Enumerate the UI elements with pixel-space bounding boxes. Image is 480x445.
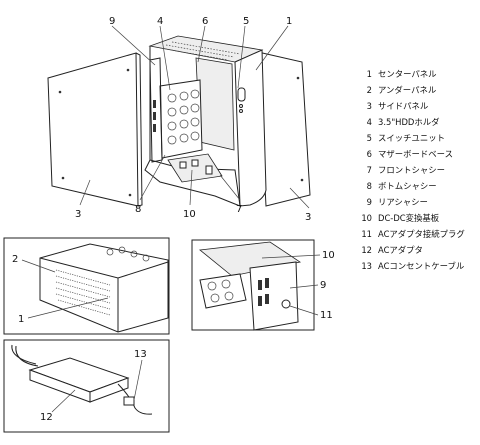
legend-item: 6 マザーボードベース bbox=[358, 146, 478, 162]
legend-number: 9 bbox=[366, 197, 372, 207]
callout-12: 12 bbox=[40, 412, 53, 423]
legend-label: スイッチユニット bbox=[378, 133, 445, 143]
hdd-holder bbox=[159, 79, 203, 159]
callout-8: 8 bbox=[135, 204, 141, 215]
legend-number: 3 bbox=[366, 101, 372, 111]
legend-number: 11 bbox=[361, 229, 372, 239]
legend-label: ACコンセントケーブル bbox=[378, 261, 465, 271]
legend-item: 10 DC-DC変換基板 bbox=[358, 210, 478, 226]
callout-1-bottom: 1 bbox=[18, 314, 24, 325]
callout-1: 1 bbox=[286, 16, 292, 27]
callout-7: 7 bbox=[236, 204, 242, 215]
callout-10-rear: 10 bbox=[322, 250, 335, 261]
adapter-view-frame bbox=[3, 339, 170, 433]
legend-number: 6 bbox=[366, 149, 372, 159]
callout-9-rear: 9 bbox=[320, 280, 326, 291]
legend-label: リアシャシー bbox=[378, 197, 428, 207]
legend-label: 3.5"HDDホルダ bbox=[378, 117, 440, 127]
callout-10: 10 bbox=[183, 209, 196, 220]
legend-number: 12 bbox=[361, 245, 372, 255]
legend-item: 11 ACアダプタ接続プラグ bbox=[358, 226, 478, 242]
parts-legend: 1 センターパネル 2 アンダーパネル 3 サイドパネル 4 3.5"HDDホルダ 5 スイッチユ… bbox=[358, 66, 478, 274]
legend-item: 7 フロントシャシー bbox=[358, 162, 478, 178]
ac-plug-jack bbox=[281, 299, 291, 309]
legend-item: 5 スイッチユニット bbox=[358, 130, 478, 146]
legend-item: 9 リアシャシー bbox=[358, 194, 478, 210]
callout-9: 9 bbox=[109, 16, 115, 27]
callout-4: 4 bbox=[157, 16, 163, 27]
legend-number: 5 bbox=[366, 133, 372, 143]
legend-item: 1 センターパネル bbox=[358, 66, 478, 82]
callout-6: 6 bbox=[202, 16, 208, 27]
main-assembly: 9 4 6 5 1 3 8 10 7 3 bbox=[47, 16, 311, 223]
legend-item: 2 アンダーパネル bbox=[358, 82, 478, 98]
legend-label: マザーボードベース bbox=[378, 149, 453, 159]
legend-label: DC-DC変換基板 bbox=[378, 213, 440, 223]
hdd-holder-holes bbox=[167, 89, 200, 145]
legend-label: ボトムシャシー bbox=[378, 181, 437, 191]
rear-view-frame bbox=[191, 239, 315, 331]
legend-item: 8 ボトムシャシー bbox=[358, 178, 478, 194]
callout-3-right: 3 bbox=[305, 212, 311, 223]
legend-number: 7 bbox=[366, 165, 372, 175]
legend-label: アンダーパネル bbox=[378, 85, 437, 95]
ac-plug bbox=[123, 396, 135, 406]
legend-item: 3 サイドパネル bbox=[358, 98, 478, 114]
top-vents bbox=[159, 41, 241, 61]
legend-number: 10 bbox=[361, 213, 372, 223]
legend-number: 8 bbox=[366, 181, 372, 191]
legend-label: フロントシャシー bbox=[378, 165, 445, 175]
adapter-view: 13 12 bbox=[3, 339, 170, 433]
legend-label: ACアダプタ接続プラグ bbox=[378, 229, 465, 239]
callout-11: 11 bbox=[320, 310, 333, 321]
callout-3-left: 3 bbox=[75, 209, 81, 220]
legend-item: 12 ACアダプタ bbox=[358, 242, 478, 258]
legend-label: ACアダプタ bbox=[378, 245, 423, 255]
legend-item: 13 ACコンセントケーブル bbox=[358, 258, 478, 274]
callout-2: 2 bbox=[12, 254, 18, 265]
legend-item: 4 3.5"HDDホルダ bbox=[358, 114, 478, 130]
power-switch bbox=[237, 87, 246, 102]
left-side-panel bbox=[47, 52, 139, 207]
callout-13: 13 bbox=[134, 349, 147, 360]
legend-label: センターパネル bbox=[378, 69, 437, 79]
bottom-view: 2 1 bbox=[3, 237, 170, 335]
legend-number: 13 bbox=[361, 261, 372, 271]
main-leader-lines bbox=[79, 25, 310, 209]
legend-number: 2 bbox=[366, 85, 372, 95]
rear-view: 10 9 11 bbox=[191, 239, 335, 331]
legend-number: 1 bbox=[366, 69, 372, 79]
bottom-view-frame bbox=[3, 237, 170, 335]
legend-number: 4 bbox=[366, 117, 372, 127]
callout-5: 5 bbox=[243, 16, 249, 27]
legend-label: サイドパネル bbox=[378, 101, 429, 111]
dc-dc-board bbox=[167, 153, 223, 183]
under-panel-mesh bbox=[55, 269, 111, 316]
